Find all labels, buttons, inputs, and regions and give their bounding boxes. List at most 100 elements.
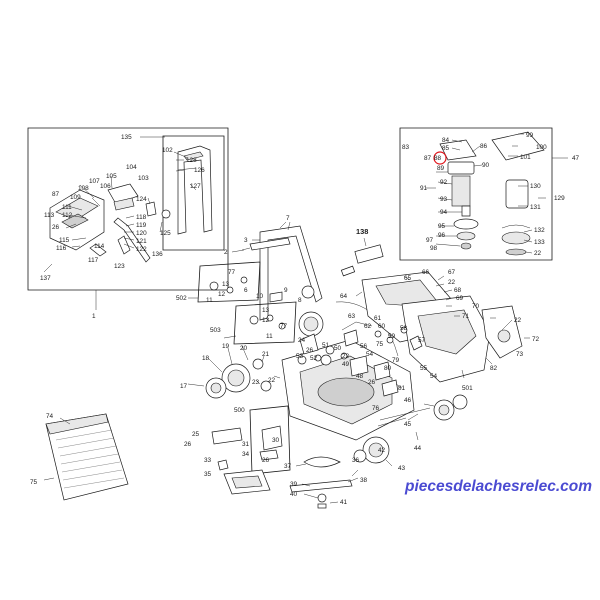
part-label: 138 <box>356 227 368 236</box>
part-label: 10 <box>256 293 264 300</box>
part-label: 26 <box>368 379 376 386</box>
part-label: 12 <box>218 291 226 298</box>
part-label: 82 <box>490 365 498 372</box>
part-label: 2 <box>224 249 228 256</box>
part-label: 43 <box>398 465 406 472</box>
part-label: 91 <box>420 185 428 192</box>
part-label: 13 <box>222 281 230 288</box>
part-label: 62 <box>364 323 372 330</box>
part-label: 113 <box>44 212 55 219</box>
part-label: 1 <box>92 313 96 320</box>
part-label: 86 <box>480 143 488 150</box>
part-label: 109 <box>70 194 81 201</box>
part-label: 85 <box>442 145 450 152</box>
part-label: 26 <box>262 457 270 464</box>
part-label: 500 <box>234 407 245 414</box>
part-label: 54 <box>366 351 374 358</box>
part-label: 53 <box>296 353 304 360</box>
part-label: 75 <box>30 479 38 486</box>
part-label: 22 <box>534 250 542 257</box>
part-label: 22 <box>342 353 350 360</box>
part-label: 120 <box>136 230 147 237</box>
part-label: 59 <box>388 333 396 340</box>
part-label: 3 <box>244 237 248 244</box>
part-label: 503 <box>210 327 221 334</box>
part-label: 65 <box>404 275 412 282</box>
part-label: 21 <box>262 351 270 358</box>
part-label: 60 <box>378 323 386 330</box>
part-label: 87 <box>52 191 60 198</box>
part-label: 19 <box>222 343 230 350</box>
part-label: 96 <box>438 232 446 239</box>
part-label: 22 <box>268 377 276 384</box>
part-label: 94 <box>440 209 448 216</box>
part-label: 8 <box>298 297 302 304</box>
part-label: 63 <box>348 313 356 320</box>
part-label: 89 <box>437 165 445 172</box>
part-label: 44 <box>414 445 422 452</box>
part-label: 17 <box>180 383 188 390</box>
part-label: 103 <box>138 175 149 182</box>
part-label: 90 <box>482 162 490 169</box>
part-label: 72 <box>532 336 540 343</box>
part-label: 26 <box>306 347 314 354</box>
part-label: 117 <box>88 257 99 264</box>
part-label: 93 <box>440 196 448 203</box>
part-label: 84 <box>442 137 450 144</box>
part-label: 92 <box>440 179 448 186</box>
part-label: 41 <box>340 499 348 506</box>
motor-assembly-panel <box>399 127 568 261</box>
part-label: 24 <box>298 337 306 344</box>
part-label: 112 <box>62 212 73 219</box>
part-label: 116 <box>56 245 67 252</box>
part-label: 37 <box>284 463 292 470</box>
part-label: 42 <box>378 447 386 454</box>
part-label: 61 <box>374 315 382 322</box>
part-label: 26 <box>52 224 60 231</box>
part-label: 35 <box>204 471 212 478</box>
part-label: 46 <box>404 397 412 404</box>
part-label: 106 <box>100 183 111 190</box>
part-label: 9 <box>284 287 288 294</box>
part-label: 77 <box>280 323 288 330</box>
part-label: 128 <box>186 157 197 164</box>
part-label: 11 <box>206 297 213 304</box>
part-label: 52 <box>310 355 318 362</box>
part-label: 38 <box>360 477 368 484</box>
part-label: 101 <box>520 154 531 161</box>
part-label: 132 <box>534 227 545 234</box>
main-exploded-view <box>43 221 530 509</box>
part-label: 36 <box>352 457 360 464</box>
site-watermark: piecesdelachesrelec.com <box>404 478 592 495</box>
part-label: 74 <box>46 413 54 420</box>
part-label: 39 <box>290 481 298 488</box>
part-label: 25 <box>192 431 200 438</box>
part-label: 67 <box>448 269 456 276</box>
part-label: 123 <box>114 263 125 270</box>
highlighted-part-marker <box>433 151 447 165</box>
part-label: 107 <box>89 178 100 185</box>
part-label: 115 <box>59 237 70 244</box>
part-label: 98 <box>430 245 438 252</box>
part-label: 100 <box>536 144 547 151</box>
part-label: 73 <box>516 351 524 358</box>
part-label: 136 <box>152 251 163 258</box>
part-label: 77 <box>228 269 236 276</box>
part-label: 30 <box>272 437 280 444</box>
part-label: 12 <box>262 317 270 324</box>
part-label: 49 <box>342 361 350 368</box>
part-label: 129 <box>554 195 565 202</box>
part-label: 99 <box>526 132 534 139</box>
part-label: 58 <box>400 325 408 332</box>
part-label: 122 <box>136 246 147 253</box>
part-label: 18 <box>202 355 210 362</box>
part-label: 55 <box>420 365 428 372</box>
part-label: 33 <box>204 457 212 464</box>
part-label: 23 <box>252 379 260 386</box>
part-label: 69 <box>456 295 464 302</box>
part-label: 34 <box>242 451 250 458</box>
part-label: 104 <box>126 164 137 171</box>
part-label: 11 <box>266 333 273 340</box>
part-label: 111 <box>62 204 72 211</box>
part-label: 31 <box>242 441 250 448</box>
